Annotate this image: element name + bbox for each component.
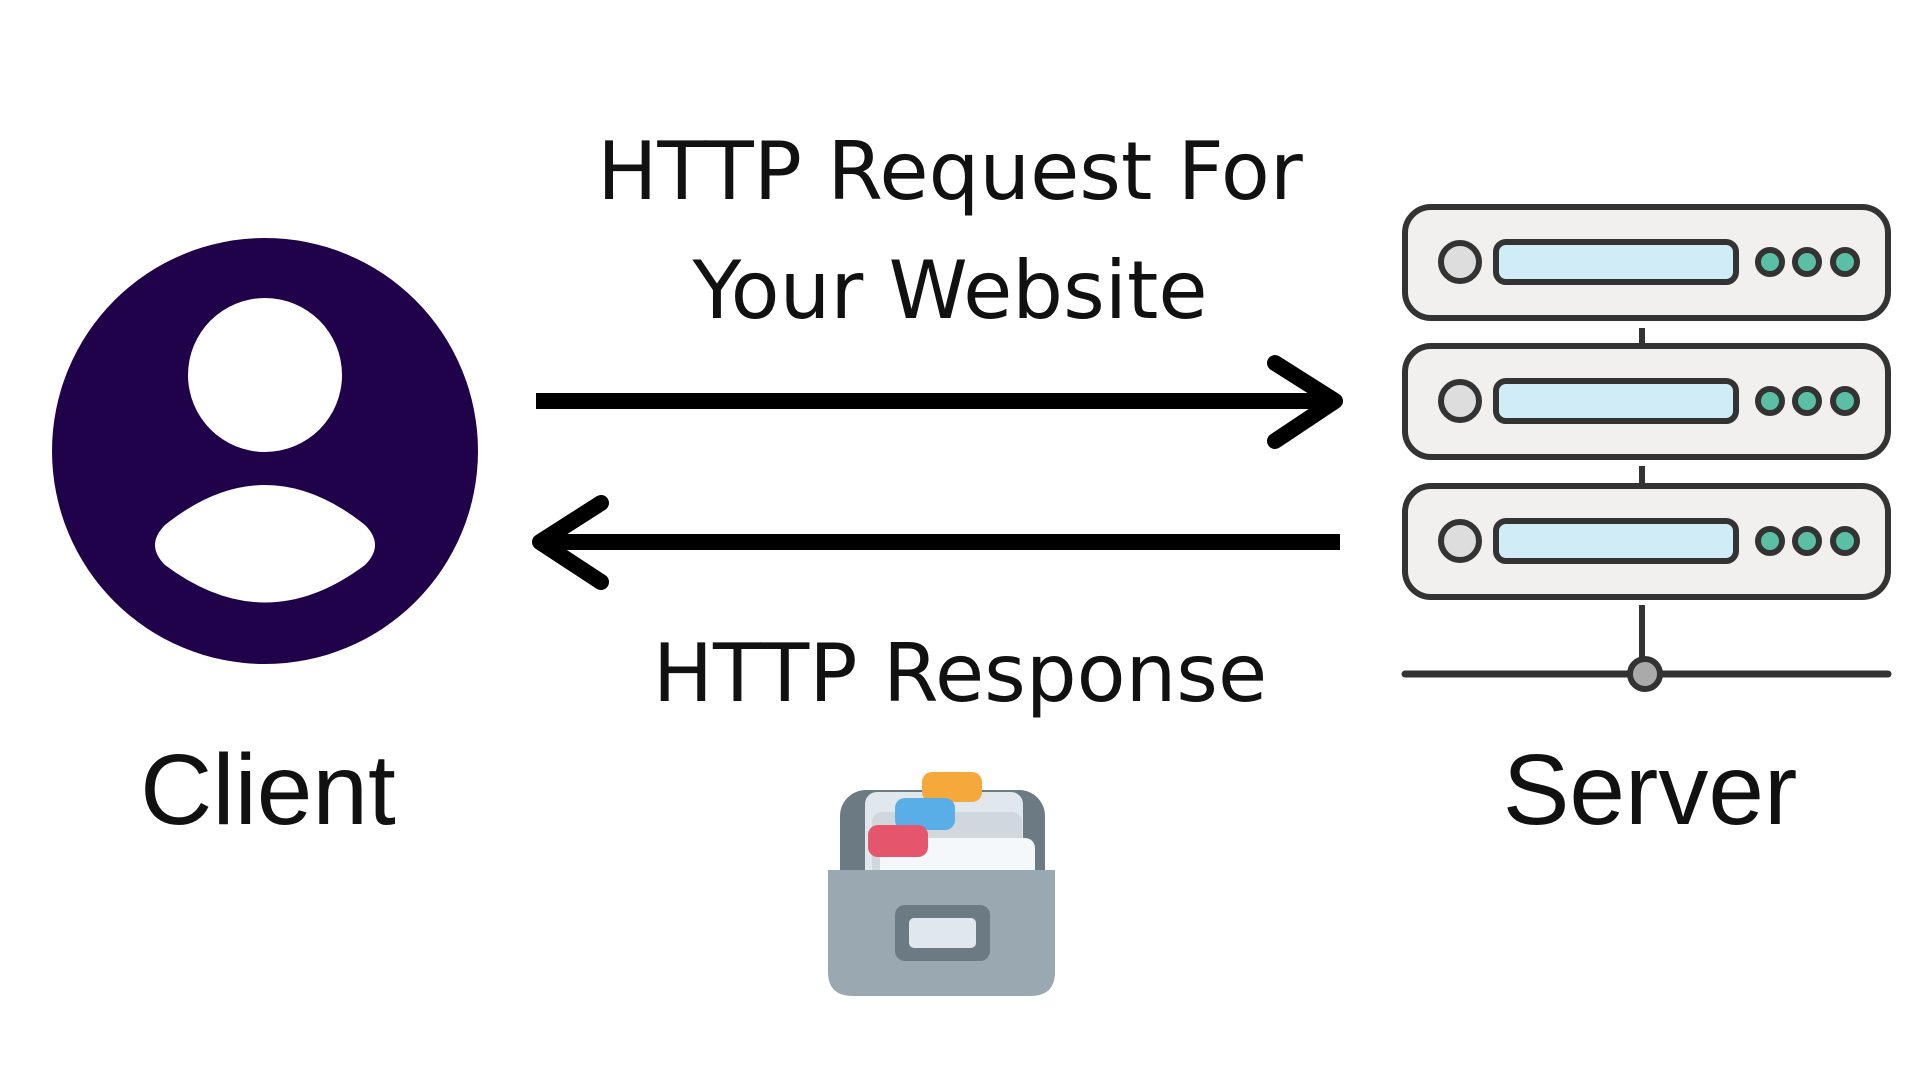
- client-label: Client: [140, 734, 396, 846]
- card-file-box-icon: [828, 772, 1055, 996]
- server-unit-3: [1402, 483, 1891, 600]
- server-rack-icon: [1401, 204, 1892, 692]
- response-arrow: [532, 495, 1340, 590]
- request-label-line-1: HTTP Request For: [597, 125, 1303, 218]
- client-user-icon: [52, 238, 478, 664]
- response-label: HTTP Response: [652, 627, 1268, 720]
- user-body: [155, 485, 375, 603]
- server-unit-1: [1402, 204, 1891, 321]
- request-label-line-2: Your Website: [692, 244, 1208, 337]
- server-label: Server: [1502, 734, 1798, 846]
- request-arrow: [536, 355, 1343, 449]
- server-unit-2: [1402, 343, 1891, 460]
- request-label: HTTP Request For Your Website: [500, 112, 1400, 350]
- user-head: [188, 298, 342, 452]
